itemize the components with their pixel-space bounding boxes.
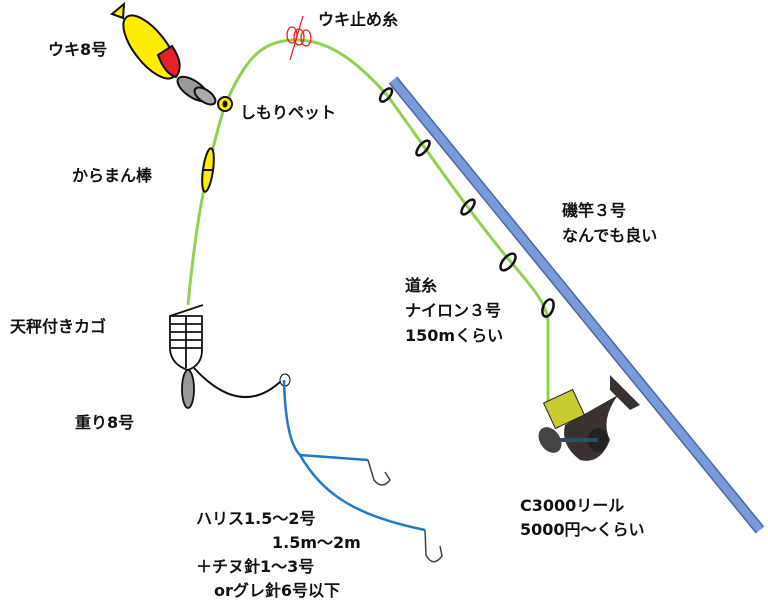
label-main-line-3: 150mくらい — [405, 326, 503, 345]
label-rod-2: なんでも良い — [562, 226, 657, 245]
label-rod-1: 磯竿３号 — [562, 201, 626, 220]
label-float-stopper: ウキ止め糸 — [318, 10, 398, 29]
label-weight: 重り8号 — [75, 413, 134, 432]
label-main-line-2: ナイロン３号 — [405, 301, 501, 320]
float-icon — [110, 1, 217, 106]
label-float: ウキ8号 — [48, 40, 107, 59]
basket-icon — [169, 304, 291, 409]
karaman-bou-icon — [201, 147, 215, 193]
reel-icon — [538, 375, 640, 461]
main-line — [186, 38, 550, 405]
label-reel-2: 5000円～くらい — [520, 520, 645, 539]
rod — [388, 76, 765, 534]
label-shimori-pet: しもりペット — [240, 103, 336, 122]
label-leader-3: ＋チヌ針1～3号 — [196, 557, 314, 576]
shimori-pet-icon — [217, 96, 233, 112]
weight-icon — [181, 369, 195, 409]
label-leader-1: ハリス1.5～2号 — [196, 509, 315, 528]
label-basket: 天秤付きカゴ — [10, 317, 106, 336]
leader-line — [282, 379, 426, 532]
float-stopper-icon — [286, 15, 312, 61]
label-leader-2: 1.5m～2m — [272, 533, 361, 552]
label-reel-1: C3000リール — [520, 496, 624, 515]
label-main-line-1: 道糸 — [405, 276, 437, 295]
label-karaman-bou: からまん棒 — [72, 166, 153, 185]
label-leader-4: orグレ針6号以下 — [214, 581, 340, 600]
hook-icons — [367, 459, 443, 563]
rod-guides — [378, 87, 555, 318]
